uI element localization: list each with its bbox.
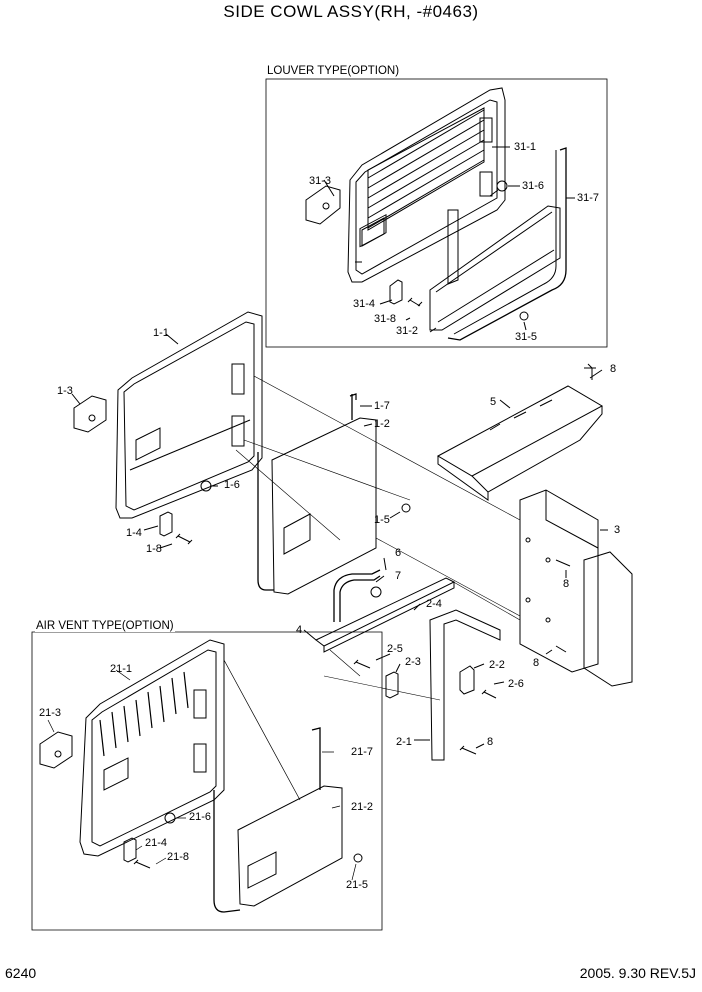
part-label-8-lower: 8	[533, 657, 540, 669]
part-label-21-4: 21-4	[145, 837, 168, 849]
page-title: SIDE COWL ASSY(RH, -#0463)	[223, 2, 479, 21]
bracket-5	[436, 385, 604, 501]
part-label-31-2: 31-2	[396, 325, 419, 337]
airvent-latch-21-3	[39, 731, 73, 769]
part-label-2-2: 2-2	[489, 659, 505, 671]
part-label-8-bottom: 8	[487, 736, 494, 748]
panel-1-2	[271, 417, 377, 595]
latch-1-3	[73, 395, 107, 433]
louver-option-frame	[265, 78, 608, 348]
handle-6	[333, 569, 381, 622]
louver-type-label: LOUVER TYPE(OPTION)	[266, 65, 401, 77]
part-label-1-5: 1-5	[374, 514, 390, 526]
door-assy-1-1	[115, 311, 263, 519]
part-label-2-1: 2-1	[396, 736, 412, 748]
air-vent-type-label: AIR VENT TYPE(OPTION)	[35, 620, 175, 632]
louver-bolt-31-8	[407, 297, 423, 307]
bracket-2-2	[459, 665, 475, 695]
airvent-door-frame	[79, 639, 225, 857]
bracket-2-3	[385, 671, 399, 699]
airvent-option-frame	[31, 631, 383, 931]
revision-date: 2005. 9.30 REV.5J	[579, 965, 696, 981]
bolt-8-right	[555, 559, 571, 653]
part-label-1-8: 1-8	[146, 543, 162, 555]
part-label-21-7: 21-7	[351, 746, 374, 758]
louver-panel-31-2	[429, 205, 561, 331]
part-label-31-7: 31-7	[577, 192, 600, 204]
louver-knob-31-5	[519, 311, 529, 321]
part-label-31-6: 31-6	[522, 180, 545, 192]
part-label-1-6: 1-6	[224, 479, 240, 491]
part-label-3: 3	[614, 524, 621, 536]
louver-grommet-31-6	[496, 180, 508, 192]
part-label-7: 7	[395, 570, 402, 582]
part-label-21-5: 21-5	[346, 879, 369, 891]
part-label-31-1: 31-1	[514, 141, 537, 153]
bolt-8-bottom	[459, 745, 477, 755]
part-label-5: 5	[490, 396, 497, 408]
part-label-2-6: 2-6	[508, 678, 524, 690]
page-number: 6240	[5, 965, 37, 981]
part-label-21-3: 21-3	[39, 707, 62, 719]
tube-1-7	[257, 393, 357, 591]
knob-1-5	[401, 503, 411, 513]
part-label-1-3: 1-3	[57, 385, 73, 397]
bolt-8-top	[584, 363, 596, 380]
louver-bracket-31-4	[389, 279, 403, 305]
part-label-8-right: 8	[563, 578, 570, 590]
airvent-knob-21-5	[353, 853, 363, 863]
part-label-21-1: 21-1	[110, 663, 133, 675]
part-label-31-4: 31-4	[353, 298, 376, 310]
part-label-21-2: 21-2	[351, 801, 374, 813]
airvent-grommet-21-6	[164, 812, 176, 824]
part-label-1-4: 1-4	[126, 527, 142, 539]
airvent-tube-21-7	[213, 727, 321, 913]
bracket-1-4	[159, 511, 173, 537]
part-label-1-1: 1-1	[153, 327, 169, 339]
part-label-31-8: 31-8	[374, 313, 397, 325]
stay-2-1	[429, 609, 501, 761]
part-label-21-8: 21-8	[167, 851, 190, 863]
part-label-2-5: 2-5	[387, 643, 403, 655]
bolt-1-8	[175, 533, 193, 545]
part-label-31-3: 31-3	[309, 175, 332, 187]
part-label-4: 4	[296, 624, 303, 636]
rail-4	[315, 577, 456, 653]
louver-latch-31-3	[305, 185, 341, 225]
part-label-21-6: 21-6	[189, 811, 212, 823]
part-label-31-5: 31-5	[515, 331, 538, 343]
louver-bar-31-1	[447, 209, 459, 285]
bolt-2-6	[481, 689, 497, 699]
part-label-2-4: 2-4	[426, 598, 442, 610]
cover-3	[519, 489, 633, 687]
louver-door-frame	[347, 87, 506, 283]
part-label-1-7: 1-7	[374, 400, 390, 412]
airvent-panel-21-2	[237, 785, 343, 907]
grommet-1-6	[200, 480, 212, 492]
grommet-7	[370, 586, 382, 598]
airvent-bracket-21-4	[123, 837, 137, 863]
part-label-2-3: 2-3	[405, 656, 421, 668]
part-label-1-2: 1-2	[374, 418, 390, 430]
louver-tube-31-7	[447, 147, 567, 341]
airvent-bolt-21-8	[133, 859, 151, 869]
part-label-6: 6	[395, 547, 402, 559]
bolt-2-5	[353, 659, 371, 669]
part-label-8-top: 8	[610, 363, 617, 375]
